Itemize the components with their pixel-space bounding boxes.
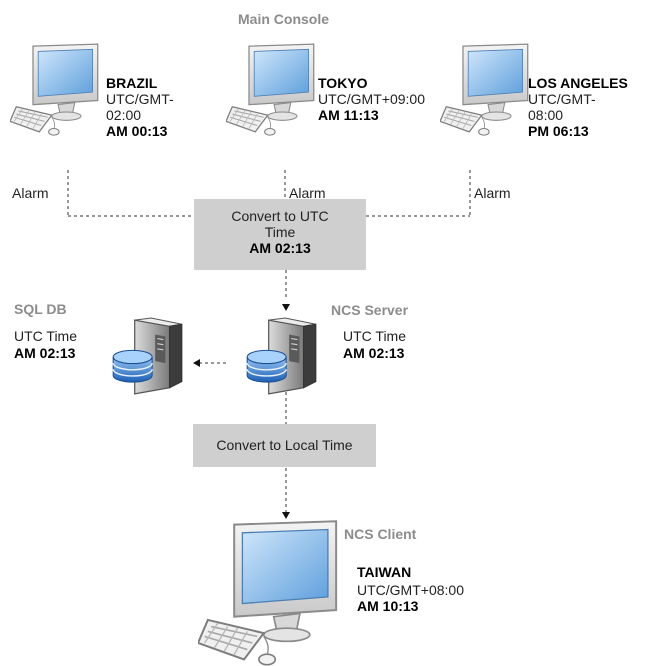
city-name: LOS ANGELES: [528, 75, 628, 91]
database-server-icon: [106, 316, 188, 398]
city-name: TOKYO: [318, 75, 368, 91]
local-time: AM 10:13: [357, 598, 419, 614]
computer-icon: [226, 42, 320, 136]
ncs-server-title: NCS Server: [331, 302, 409, 318]
alarm-label: Alarm: [12, 185, 49, 201]
sql-db-title: SQL DB: [14, 301, 67, 317]
convert-local-label: Convert to Local Time: [216, 437, 353, 453]
main-console-title: Main Console: [238, 11, 330, 27]
local-time: AM 11:13: [318, 107, 379, 123]
computer-icon: [198, 518, 346, 666]
computer-icon: [10, 42, 104, 136]
timezone-line: UTC/GMT-: [106, 91, 174, 107]
client-taiwan: TAIWAN UTC/GMT+08:00 AM 10:13: [357, 564, 464, 614]
ncs-server-time: AM 02:13: [343, 345, 405, 361]
city-name: TAIWAN: [357, 564, 412, 580]
ncs-server-label: UTC Time: [343, 328, 406, 344]
convert-utc-label: Time: [264, 224, 296, 240]
sql-db-time: AM 02:13: [14, 345, 76, 361]
convert-utc-box: Convert to UTC Time AM 02:13: [194, 199, 366, 270]
local-time: AM 00:13: [106, 123, 168, 139]
ncs-client-title: NCS Client: [344, 526, 417, 542]
timezone-line: 08:00: [528, 107, 564, 123]
city-name: BRAZIL: [106, 75, 158, 91]
convert-local-box: Convert to Local Time: [193, 424, 376, 467]
timezone-line: UTC/GMT-: [528, 91, 596, 107]
console-los-angeles: LOS ANGELES UTC/GMT- 08:00 PM 06:13: [528, 75, 628, 139]
database-server-icon: [240, 316, 322, 398]
timezone-line: UTC/GMT+09:00: [318, 91, 425, 107]
timezone-line: UTC/GMT+08:00: [357, 582, 464, 598]
utc-time: AM 02:13: [249, 240, 311, 256]
computer-icon: [440, 42, 534, 136]
alarm-label: Alarm: [474, 185, 511, 201]
console-tokyo: TOKYO UTC/GMT+09:00 AM 11:13: [318, 75, 425, 123]
console-brazil: BRAZIL UTC/GMT- 02:00 AM 00:13: [106, 75, 174, 139]
convert-utc-label: Convert to UTC: [231, 208, 329, 224]
local-time: PM 06:13: [528, 123, 589, 139]
sql-db-label: UTC Time: [14, 328, 77, 344]
alarm-label: Alarm: [289, 185, 326, 201]
timezone-line: 02:00: [106, 107, 142, 123]
